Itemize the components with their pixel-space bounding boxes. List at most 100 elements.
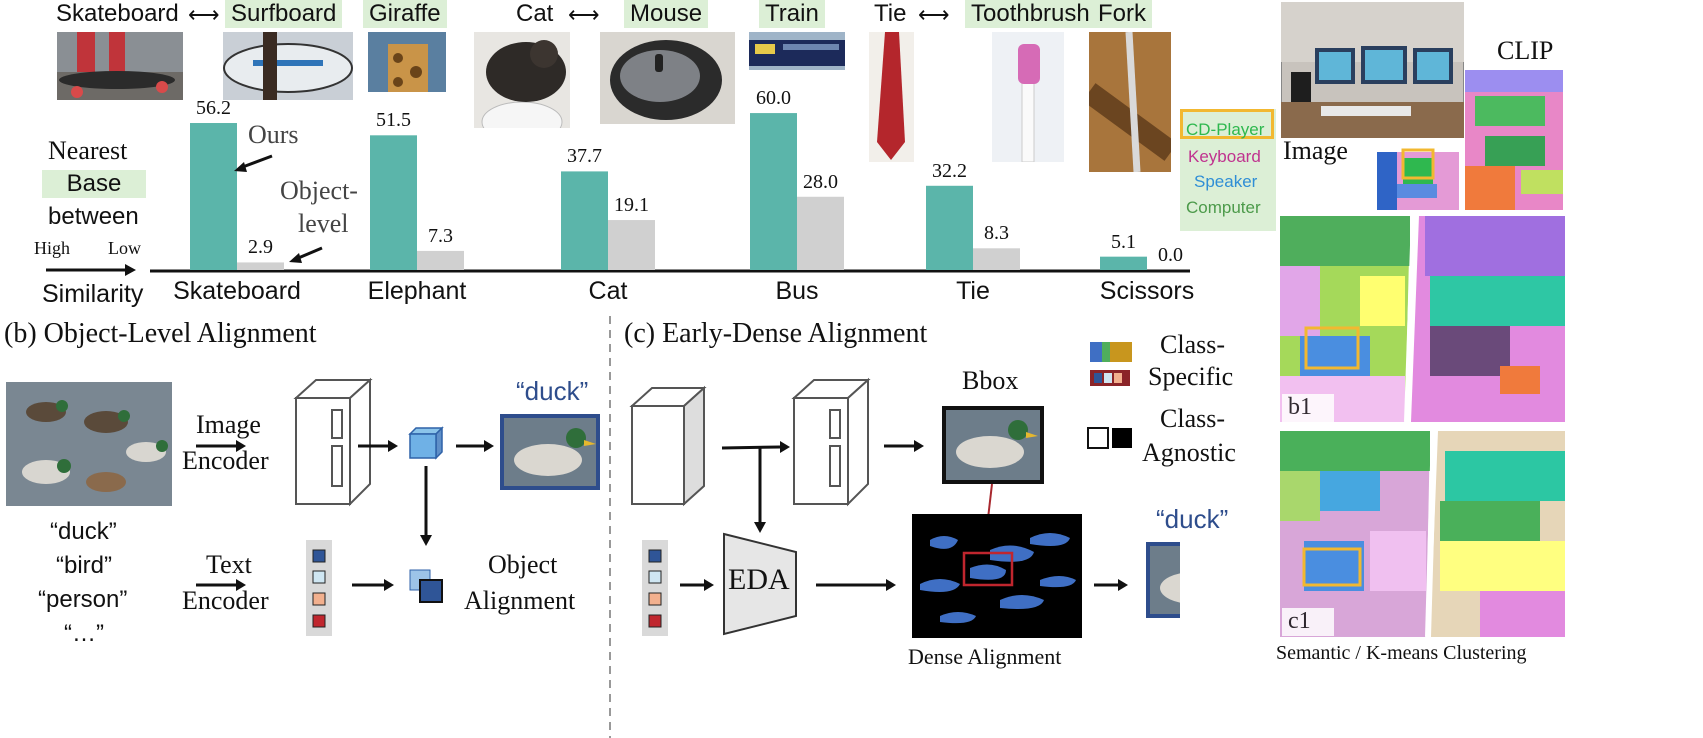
text-embedding-column-c	[642, 540, 668, 636]
class-agnostic-label-2: Agnostic	[1142, 438, 1236, 467]
desk-photo	[1281, 2, 1464, 138]
right-caption: Semantic / K-means Clustering	[1276, 642, 1527, 664]
backbone-box-c	[629, 385, 707, 507]
value-label-cat-object-level: 19.1	[614, 194, 649, 217]
bar-cat-object-level	[608, 220, 655, 270]
ours-arrow	[239, 154, 273, 170]
legend-computer: Computer	[1186, 198, 1261, 217]
axis-arrow-head	[125, 264, 136, 276]
giraffe-photo	[368, 32, 446, 92]
text-embedding-column-b	[306, 540, 332, 636]
arrow-head-icon	[754, 522, 766, 533]
annotation-ours: Ours	[248, 120, 299, 149]
double-arrow-icon: ⟷	[568, 2, 600, 27]
class-agnostic-swatches	[1087, 427, 1132, 449]
bar-skateboard-object-level	[237, 262, 284, 270]
arrow-head-icon	[236, 440, 246, 452]
class-specific-label-1: Class-	[1160, 330, 1225, 359]
fork-photo	[1089, 32, 1171, 172]
bbox-label: Bbox	[962, 366, 1019, 395]
b1-label: b1	[1282, 394, 1334, 422]
category-label-skateboard: Skateboard	[173, 277, 301, 305]
legend-speaker: Speaker	[1194, 172, 1258, 191]
object-level-arrow-head	[289, 253, 302, 263]
panel-b-title: (b) Object-Level Alignment	[4, 318, 317, 349]
arrow-head-icon	[484, 440, 494, 452]
right-image-label: Image	[1283, 136, 1348, 165]
value-label-elephant-object-level: 7.3	[428, 224, 453, 247]
word-bird: “bird”	[56, 552, 113, 579]
bar-bus-ours	[750, 113, 797, 270]
cd-player-highlight	[1180, 109, 1274, 139]
arrow-head-icon	[780, 441, 790, 453]
value-label-skateboard-object-level: 2.9	[248, 236, 273, 259]
skateboard-photo	[57, 32, 183, 100]
value-label-tie-object-level: 8.3	[984, 222, 1009, 245]
class-specific-swatches	[1090, 342, 1132, 386]
clip-segmentation-small	[1465, 70, 1563, 210]
category-label-elephant: Elephant	[367, 277, 467, 305]
tie-photo	[869, 32, 914, 162]
image-encoder-box-c	[791, 377, 871, 507]
label-mouse-top: Mouse	[624, 0, 709, 28]
legend-nearest: Nearest	[48, 136, 128, 165]
value-label-elephant-ours: 51.5	[376, 109, 411, 132]
legend-similarity: Similarity	[42, 280, 144, 308]
bar-scissors-ours	[1100, 256, 1147, 270]
arrow-head-icon	[236, 579, 246, 591]
panel-bc-diagram	[196, 316, 1180, 738]
value-label-tie-ours: 32.2	[932, 159, 967, 182]
value-label-bus-object-level: 28.0	[803, 170, 838, 193]
category-label-tie: Tie	[956, 277, 990, 305]
eda-label: EDA	[728, 563, 790, 596]
word-duck: “duck”	[50, 518, 117, 545]
label-tie-top: Tie	[874, 0, 907, 27]
image-encoder-label-1: Image	[196, 410, 261, 439]
ours-arrow-head	[234, 162, 247, 172]
label-train-top: Train	[759, 0, 825, 28]
label-giraffe-top: Giraffe	[363, 0, 447, 28]
annotation-object-level-1: Object-	[280, 176, 358, 205]
duck-label-c: “duck”	[1156, 504, 1229, 534]
label-fork-top: Fork	[1092, 0, 1152, 28]
bbox-image	[942, 406, 1044, 484]
toothbrush-photo	[992, 32, 1064, 162]
text-encoder-label-1: Text	[206, 550, 252, 579]
bar-tie-ours	[926, 185, 973, 270]
bar-elephant-ours	[370, 135, 417, 270]
b1-segmentation	[1280, 216, 1565, 422]
ducks-photo	[6, 382, 172, 506]
duck-label-b: “duck”	[516, 376, 589, 406]
legend-between: between	[48, 203, 139, 230]
object-alignment-squares	[409, 569, 443, 603]
legend-keyboard: Keyboard	[1188, 147, 1261, 166]
dense-alignment-mask	[912, 514, 1082, 638]
class-specific-label-2: Specific	[1148, 362, 1234, 391]
value-label-scissors-ours: 5.1	[1111, 230, 1136, 253]
annotation-object-level-2: level	[298, 209, 349, 238]
image-segmentation-small	[1377, 138, 1459, 210]
category-label-bus: Bus	[775, 277, 819, 305]
bar-tie-object-level	[973, 248, 1020, 270]
bar-bus-object-level	[797, 196, 844, 270]
object-alignment-label-2: Alignment	[464, 586, 576, 615]
surfboard-photo	[223, 32, 353, 100]
arrow-head-icon	[914, 440, 924, 452]
right-clip-label: CLIP	[1497, 36, 1554, 65]
legend-low: Low	[108, 238, 141, 258]
label-skateboard-top: Skateboard	[56, 0, 179, 27]
legend-cd-player: CD-Player	[1186, 120, 1265, 139]
mouse-photo	[600, 32, 735, 124]
cat-photo	[474, 32, 570, 128]
label-toothbrush-top: Toothbrush	[965, 0, 1096, 28]
legend-base: Base	[42, 170, 146, 198]
word-ellipsis: “…”	[64, 620, 104, 647]
double-arrow-icon: ⟷	[188, 2, 220, 27]
text-encoder-label-2: Encoder	[182, 586, 269, 615]
class-agnostic-label-1: Class-	[1160, 404, 1225, 433]
label-cat-top: Cat	[516, 0, 554, 27]
value-label-bus-ours: 60.0	[756, 87, 791, 110]
panel-c-title: (c) Early-Dense Alignment	[624, 318, 928, 349]
word-person: “person”	[38, 586, 128, 613]
category-label-scissors: Scissors	[1099, 277, 1195, 305]
